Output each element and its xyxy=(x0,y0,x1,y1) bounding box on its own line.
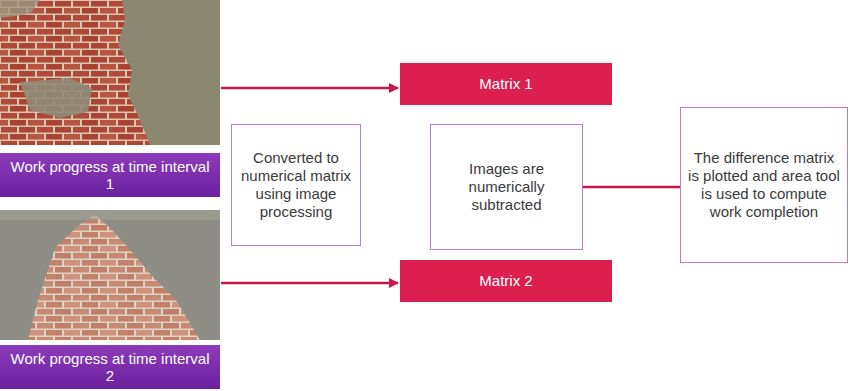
wall-photo xyxy=(0,0,220,145)
matrix-box: Matrix 1 xyxy=(400,63,612,105)
arrow xyxy=(221,282,398,285)
box-text: Images are numerically subtracted xyxy=(437,160,576,214)
box-text: Matrix 1 xyxy=(479,75,532,93)
box-text: Converted to numerical matrix using imag… xyxy=(238,149,354,221)
box-text: Matrix 2 xyxy=(479,272,532,290)
box-text: Work progress at time interval 2 xyxy=(6,350,214,385)
box-text: The difference matrix is plotted and are… xyxy=(687,149,841,221)
caption-box: Work progress at time interval 2 xyxy=(0,345,220,389)
arrow xyxy=(221,87,398,90)
caption-box: Work progress at time interval 1 xyxy=(0,153,220,197)
matrix-box: Matrix 2 xyxy=(400,260,612,302)
process-box: Converted to numerical matrix using imag… xyxy=(231,124,361,246)
wall-photo xyxy=(0,210,220,340)
box-text: Work progress at time interval 1 xyxy=(6,158,214,193)
process-box: Images are numerically subtracted xyxy=(430,124,583,250)
result-box: The difference matrix is plotted and are… xyxy=(680,107,848,263)
connector xyxy=(583,186,680,189)
